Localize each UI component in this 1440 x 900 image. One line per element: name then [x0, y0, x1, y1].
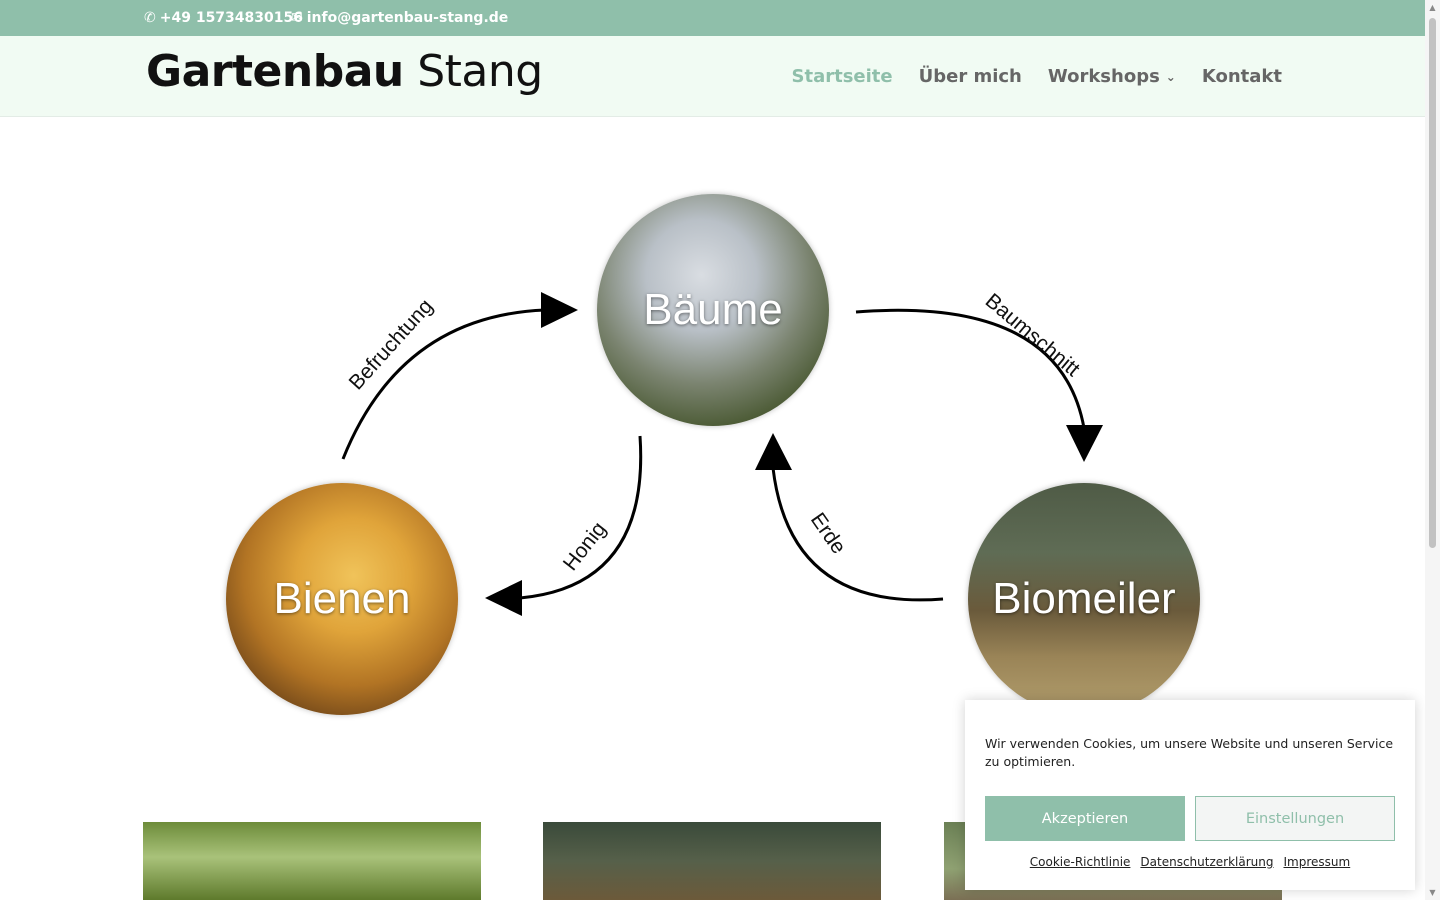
arrowhead-honig — [485, 580, 522, 616]
label-erde: Erde — [806, 509, 850, 559]
email-address: info@gartenbau-stang.de — [306, 10, 509, 26]
nav-item-kontakt[interactable]: Kontakt — [1202, 66, 1282, 87]
scrollbar-thumb[interactable] — [1429, 18, 1436, 548]
label-baumschnitt: Baumschnitt — [981, 289, 1084, 381]
cycle-diagram: Befruchtung Baumschnitt Honig Erde Bäume… — [0, 116, 1425, 756]
node-label: Biomeiler — [992, 574, 1176, 623]
arrowhead-baumschnitt — [1066, 425, 1103, 462]
site-header: Gartenbau Stang Startseite Über mich Wor… — [0, 36, 1425, 117]
email-contact[interactable]: ✉ info@gartenbau-stang.de — [291, 10, 508, 26]
nav-label: Workshops — [1047, 66, 1160, 87]
node-baeume[interactable]: Bäume — [597, 194, 829, 426]
node-label: Bäume — [643, 285, 783, 334]
cookie-links: Cookie-Richtlinie Datenschutzerklärung I… — [965, 855, 1415, 869]
imprint-link[interactable]: Impressum — [1283, 855, 1351, 869]
arrow-erde — [771, 467, 944, 602]
cycle-arrows: Befruchtung Baumschnitt Honig Erde — [341, 289, 1103, 616]
cookie-policy-link[interactable]: Cookie-Richtlinie — [1029, 855, 1131, 869]
logo-regular-text: Stang — [417, 46, 543, 97]
arrow-befruchtung — [341, 308, 546, 460]
cookie-banner: Wir verwenden Cookies, um unsere Website… — [965, 700, 1415, 890]
nav-item-startseite[interactable]: Startseite — [792, 66, 893, 87]
node-label: Bienen — [273, 574, 411, 623]
nav-label: Startseite — [791, 66, 893, 87]
privacy-policy-link[interactable]: Datenschutzerklärung — [1140, 855, 1274, 869]
thumbnail-image[interactable] — [543, 822, 881, 900]
arrowhead-befruchtung — [541, 292, 578, 328]
arrow-baumschnitt — [855, 308, 1086, 429]
top-bar: ✆ +49 15734830156 ✉ info@gartenbau-stang… — [0, 0, 1425, 36]
page-scrollbar[interactable]: ▲ ▼ — [1425, 0, 1440, 900]
thumbnail-image[interactable] — [143, 822, 481, 900]
node-biomeiler[interactable]: Biomeiler — [968, 483, 1200, 715]
phone-number: +49 15734830156 — [159, 10, 303, 26]
nav-label: Über mich — [918, 66, 1022, 87]
nav-item-ueber-mich[interactable]: Über mich — [919, 66, 1022, 87]
arrowhead-erde — [755, 433, 792, 470]
node-bienen[interactable]: Bienen — [226, 483, 458, 715]
site-logo[interactable]: Gartenbau Stang — [146, 46, 543, 97]
phone-icon: ✆ — [144, 10, 156, 26]
nav-item-workshops[interactable]: Workshops ⌄ — [1048, 66, 1176, 87]
nav-label: Kontakt — [1201, 66, 1282, 87]
scroll-down-icon[interactable]: ▼ — [1429, 888, 1436, 897]
cookie-settings-button[interactable]: Einstellungen — [1195, 796, 1395, 841]
logo-bold-text: Gartenbau — [146, 46, 404, 97]
main-navigation: Startseite Über mich Workshops ⌄ Kontakt — [792, 66, 1283, 87]
arrow-honig — [519, 435, 643, 600]
chevron-down-icon: ⌄ — [1165, 69, 1176, 84]
scroll-up-icon[interactable]: ▲ — [1429, 3, 1436, 12]
phone-contact[interactable]: ✆ +49 15734830156 — [144, 10, 303, 26]
cookie-message: Wir verwenden Cookies, um unsere Website… — [985, 736, 1394, 769]
envelope-icon: ✉ — [291, 10, 303, 26]
accept-cookies-button[interactable]: Akzeptieren — [985, 796, 1185, 841]
